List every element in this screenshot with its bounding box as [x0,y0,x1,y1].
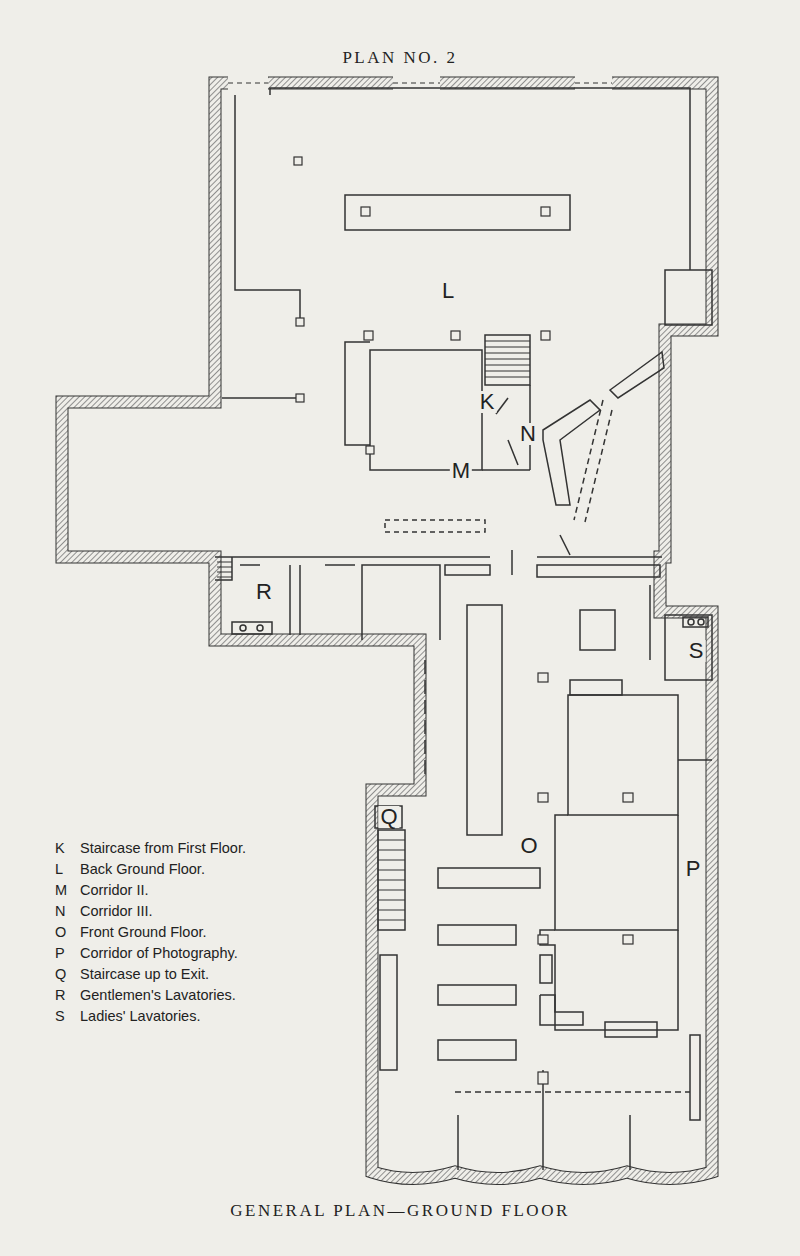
room-letter: K [478,391,497,413]
key-letter: P [55,946,65,961]
room-letter: S [687,640,706,662]
legend-text: Corridor II. [80,883,149,898]
outer-wall [62,83,712,1179]
key-letter: O [55,925,66,940]
legend-text: Gentlemen's Lavatories. [80,988,236,1003]
legend-text: Front Ground Floor. [80,925,207,940]
legend-text: Staircase up to Exit. [80,967,209,982]
legend-text: Staircase from First Floor. [80,841,246,856]
room-letter: M [450,460,472,482]
key-letter: S [55,1009,65,1024]
key-letter: Q [55,967,66,982]
legend-text: Ladies' Lavatories. [80,1009,200,1024]
room-letter: P [684,858,703,880]
key-letter: R [55,988,65,1003]
key-letter: L [55,862,63,877]
key-letter: N [55,904,65,919]
plan-title: PLAN NO. 2 [342,48,457,68]
plan-caption: GENERAL PLAN—GROUND FLOOR [230,1201,570,1221]
room-letter: N [518,423,538,445]
key-letter: M [55,883,67,898]
legend-text: Corridor III. [80,904,153,919]
interior-walls [215,88,712,1170]
room-letter: Q [378,806,399,828]
key-letter: K [55,841,65,856]
pillars [294,157,633,1084]
room-letter: L [440,280,456,302]
legend-text: Corridor of Photography. [80,946,238,961]
room-letter: R [254,581,274,603]
legend-text: Back Ground Floor. [80,862,205,877]
room-letter: O [518,835,539,857]
